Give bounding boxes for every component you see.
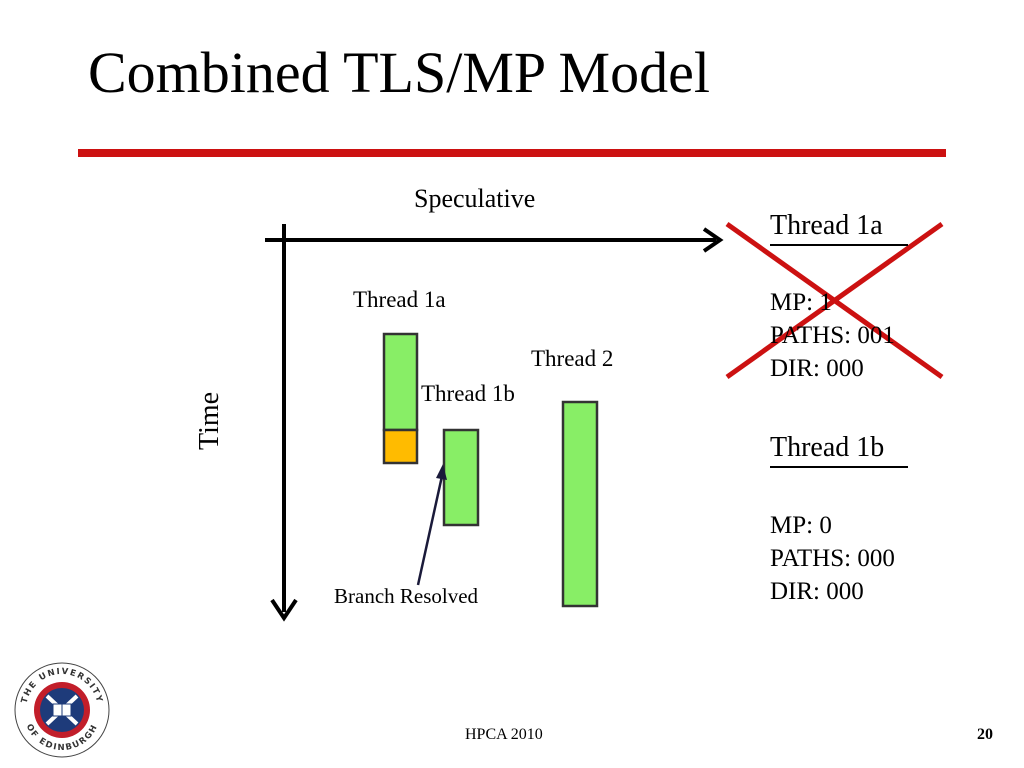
thread-1a-label: Thread 1a [353, 287, 446, 312]
speculative-axis-arrow [702, 227, 724, 253]
info-panel-title: Thread 1a [770, 210, 883, 241]
footer-text: HPCA 2010 [465, 726, 543, 743]
info-mp-value: MP: 0 [770, 512, 832, 539]
info-mp-value: MP: 1 [770, 289, 832, 316]
title-divider [78, 149, 946, 157]
thread-2-bar [561, 400, 599, 608]
thread-2-label: Thread 2 [531, 346, 614, 371]
info-dir-value: DIR: 000 [770, 578, 864, 605]
thread-1b-label: Thread 1b [421, 381, 515, 406]
thread-1a-tail-segment [382, 428, 419, 465]
info-paths-value: PATHS: 000 [770, 545, 895, 572]
info-dir-value: DIR: 000 [770, 355, 864, 382]
info-panel-underline [770, 244, 908, 246]
info-panel-thread-1a: Thread 1a MP: 1 PATHS: 001 DIR: 000 [770, 212, 908, 381]
branch-resolved-pointer [416, 475, 444, 586]
info-panel-title: Thread 1b [770, 432, 885, 463]
info-panel-thread-1b: Thread 1b MP: 0 PATHS: 000 DIR: 000 [770, 434, 908, 604]
time-axis-arrow [270, 598, 298, 622]
thread-1b-bar [442, 428, 480, 527]
time-axis-label: Time [194, 391, 225, 450]
speculative-axis-label: Speculative [414, 184, 536, 213]
branch-resolved-pointer-head [436, 464, 447, 480]
university-crest-icon: THE UNIVERSITY OF EDINBURGH [14, 662, 110, 758]
thread-1a-bar [382, 332, 419, 432]
info-paths-value: PATHS: 001 [770, 322, 895, 349]
page-number: 20 [977, 726, 993, 743]
info-panel-underline [770, 466, 908, 468]
branch-resolved-label: Branch Resolved [334, 584, 479, 608]
cross-out-line-2 [725, 221, 944, 380]
page-title: Combined TLS/MP Model [88, 40, 710, 105]
